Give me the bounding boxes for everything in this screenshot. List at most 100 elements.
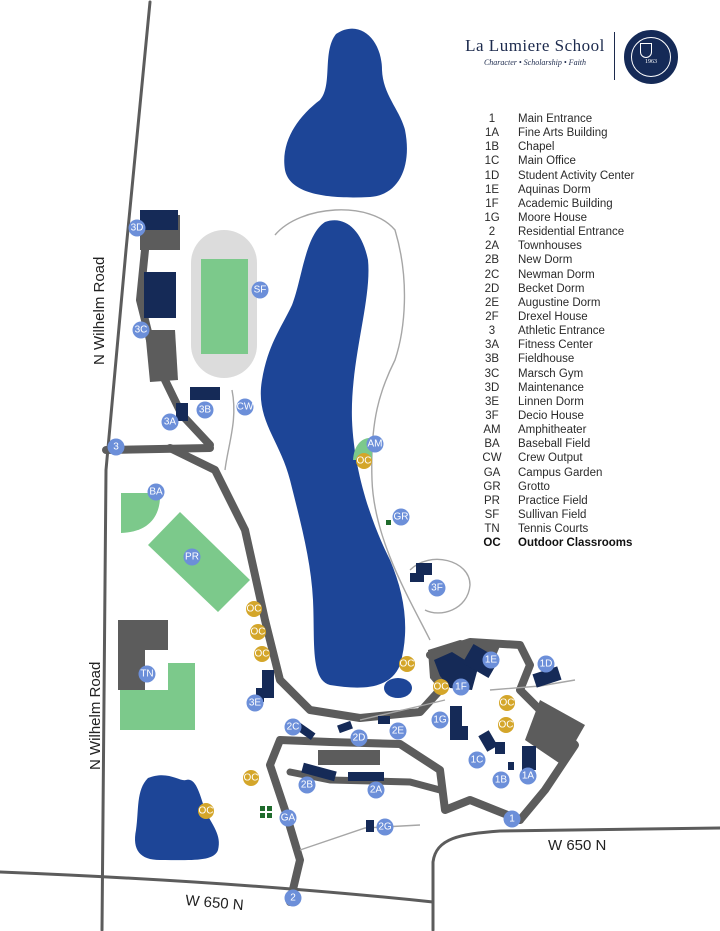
building-3b — [190, 387, 220, 400]
marker-dot — [356, 453, 372, 469]
path-academic-east — [489, 679, 576, 691]
legend-code: 2E — [484, 296, 500, 309]
map-marker-1e[interactable]: 1E — [482, 651, 500, 669]
map-marker-am[interactable]: AM — [366, 435, 384, 453]
legend-name: Moore House — [518, 211, 588, 224]
map-marker-pr[interactable]: PR — [183, 548, 201, 566]
legend-code: 2A — [484, 240, 500, 253]
marker-label: CW — [237, 402, 254, 413]
marker-dot — [254, 646, 270, 662]
lot-east — [525, 700, 585, 765]
marker-label: 3D — [131, 223, 144, 234]
road-w650 — [0, 870, 435, 904]
marker-label: 3E — [249, 698, 262, 709]
legend-name: Main Office — [518, 155, 576, 168]
marker-dot — [132, 321, 150, 339]
map-marker-gr[interactable]: GR — [392, 508, 410, 526]
map-marker-2e[interactable]: 2E — [389, 722, 407, 740]
map-marker-2d[interactable]: 2D — [350, 729, 368, 747]
marker-label: OC — [400, 659, 415, 670]
marker-label: 1E — [485, 655, 498, 666]
legend-code: 3D — [484, 381, 500, 394]
brand-name: La Lumiere School — [465, 36, 605, 55]
map-marker-3[interactable]: 3 — [107, 438, 125, 456]
map-marker-1c[interactable]: 1C — [468, 751, 486, 769]
marker-dot — [107, 438, 125, 456]
map-marker-1[interactable]: 1 — [503, 810, 521, 828]
map-marker-oc[interactable]: OC — [433, 679, 449, 695]
map-marker-sf[interactable]: SF — [251, 281, 269, 299]
map-marker-oc[interactable]: OC — [499, 695, 515, 711]
road-wilhelm-north — [100, 0, 152, 931]
map-marker-1b[interactable]: 1B — [492, 771, 510, 789]
map-marker-1g[interactable]: 1G — [431, 711, 449, 729]
road-label-w650-east: W 650 N — [548, 837, 606, 854]
map-marker-cw[interactable]: CW — [236, 398, 254, 416]
map-marker-oc[interactable]: OC — [498, 717, 514, 733]
map-marker-1d[interactable]: 1D — [537, 655, 555, 673]
map-marker-oc[interactable]: OC — [246, 601, 262, 617]
map-marker-2b[interactable]: 2B — [298, 776, 316, 794]
map-marker-3f[interactable]: 3F — [428, 579, 446, 597]
marker-dot — [350, 729, 368, 747]
legend-name: Tennis Courts — [518, 523, 589, 536]
seal-year: 1963 — [645, 59, 657, 65]
lot-tennis — [118, 620, 168, 690]
map-marker-oc[interactable]: OC — [399, 656, 415, 672]
water-north-pond — [284, 28, 407, 198]
legend-name: Baseball Field — [518, 438, 591, 451]
marker-label: OC — [244, 773, 259, 784]
legend-name: Aquinas Dorm — [518, 183, 591, 196]
road-label-wilhelm-north: N Wilhelm Road — [91, 257, 108, 365]
marker-dot — [298, 776, 316, 794]
legend-code: GR — [483, 480, 501, 493]
marker-dot — [482, 651, 500, 669]
building-3e — [262, 670, 274, 698]
map-marker-ga[interactable]: GA — [279, 809, 297, 827]
map-marker-1f[interactable]: 1F — [452, 678, 470, 696]
marker-dot — [537, 655, 555, 673]
map-marker-3d[interactable]: 3D — [128, 219, 146, 237]
marker-label: 2 — [290, 893, 296, 904]
legend-name: Grotto — [518, 480, 550, 493]
legend-name: Townhouses — [518, 240, 582, 253]
map-marker-oc[interactable]: OC — [250, 624, 266, 640]
marker-dot — [251, 281, 269, 299]
map-marker-3e[interactable]: 3E — [246, 694, 264, 712]
map-marker-2[interactable]: 2 — [284, 889, 302, 907]
legend-name: Student Activity Center — [518, 169, 635, 182]
map-marker-3a[interactable]: 3A — [161, 413, 179, 431]
map-marker-tn[interactable]: TN — [138, 665, 156, 683]
marker-dot — [499, 695, 515, 711]
path-2g — [299, 824, 421, 851]
map-marker-oc[interactable]: OC — [243, 770, 259, 786]
marker-dot — [161, 413, 179, 431]
map-marker-3c[interactable]: 3C — [132, 321, 150, 339]
map-marker-2c[interactable]: 2C — [284, 718, 302, 736]
marker-dot — [250, 624, 266, 640]
marker-dot — [431, 711, 449, 729]
map-marker-oc[interactable]: OC — [254, 646, 270, 662]
marker-label: TN — [140, 669, 153, 680]
marker-label: 1A — [522, 771, 535, 782]
map-marker-3b[interactable]: 3B — [196, 401, 214, 419]
map-marker-oc[interactable]: OC — [198, 803, 214, 819]
map-marker-oc[interactable]: OC — [356, 453, 372, 469]
map-marker-1a[interactable]: 1A — [519, 767, 537, 785]
marker-dot — [147, 483, 165, 501]
legend-code: 2C — [484, 268, 500, 281]
marker-label: BA — [149, 487, 163, 498]
map-marker-ba[interactable]: BA — [147, 483, 165, 501]
brand-tagline: Character • Scholarship • Faith — [483, 58, 587, 67]
map-marker-2a[interactable]: 2A — [367, 781, 385, 799]
map-marker-2g[interactable]: 2G — [376, 818, 394, 836]
